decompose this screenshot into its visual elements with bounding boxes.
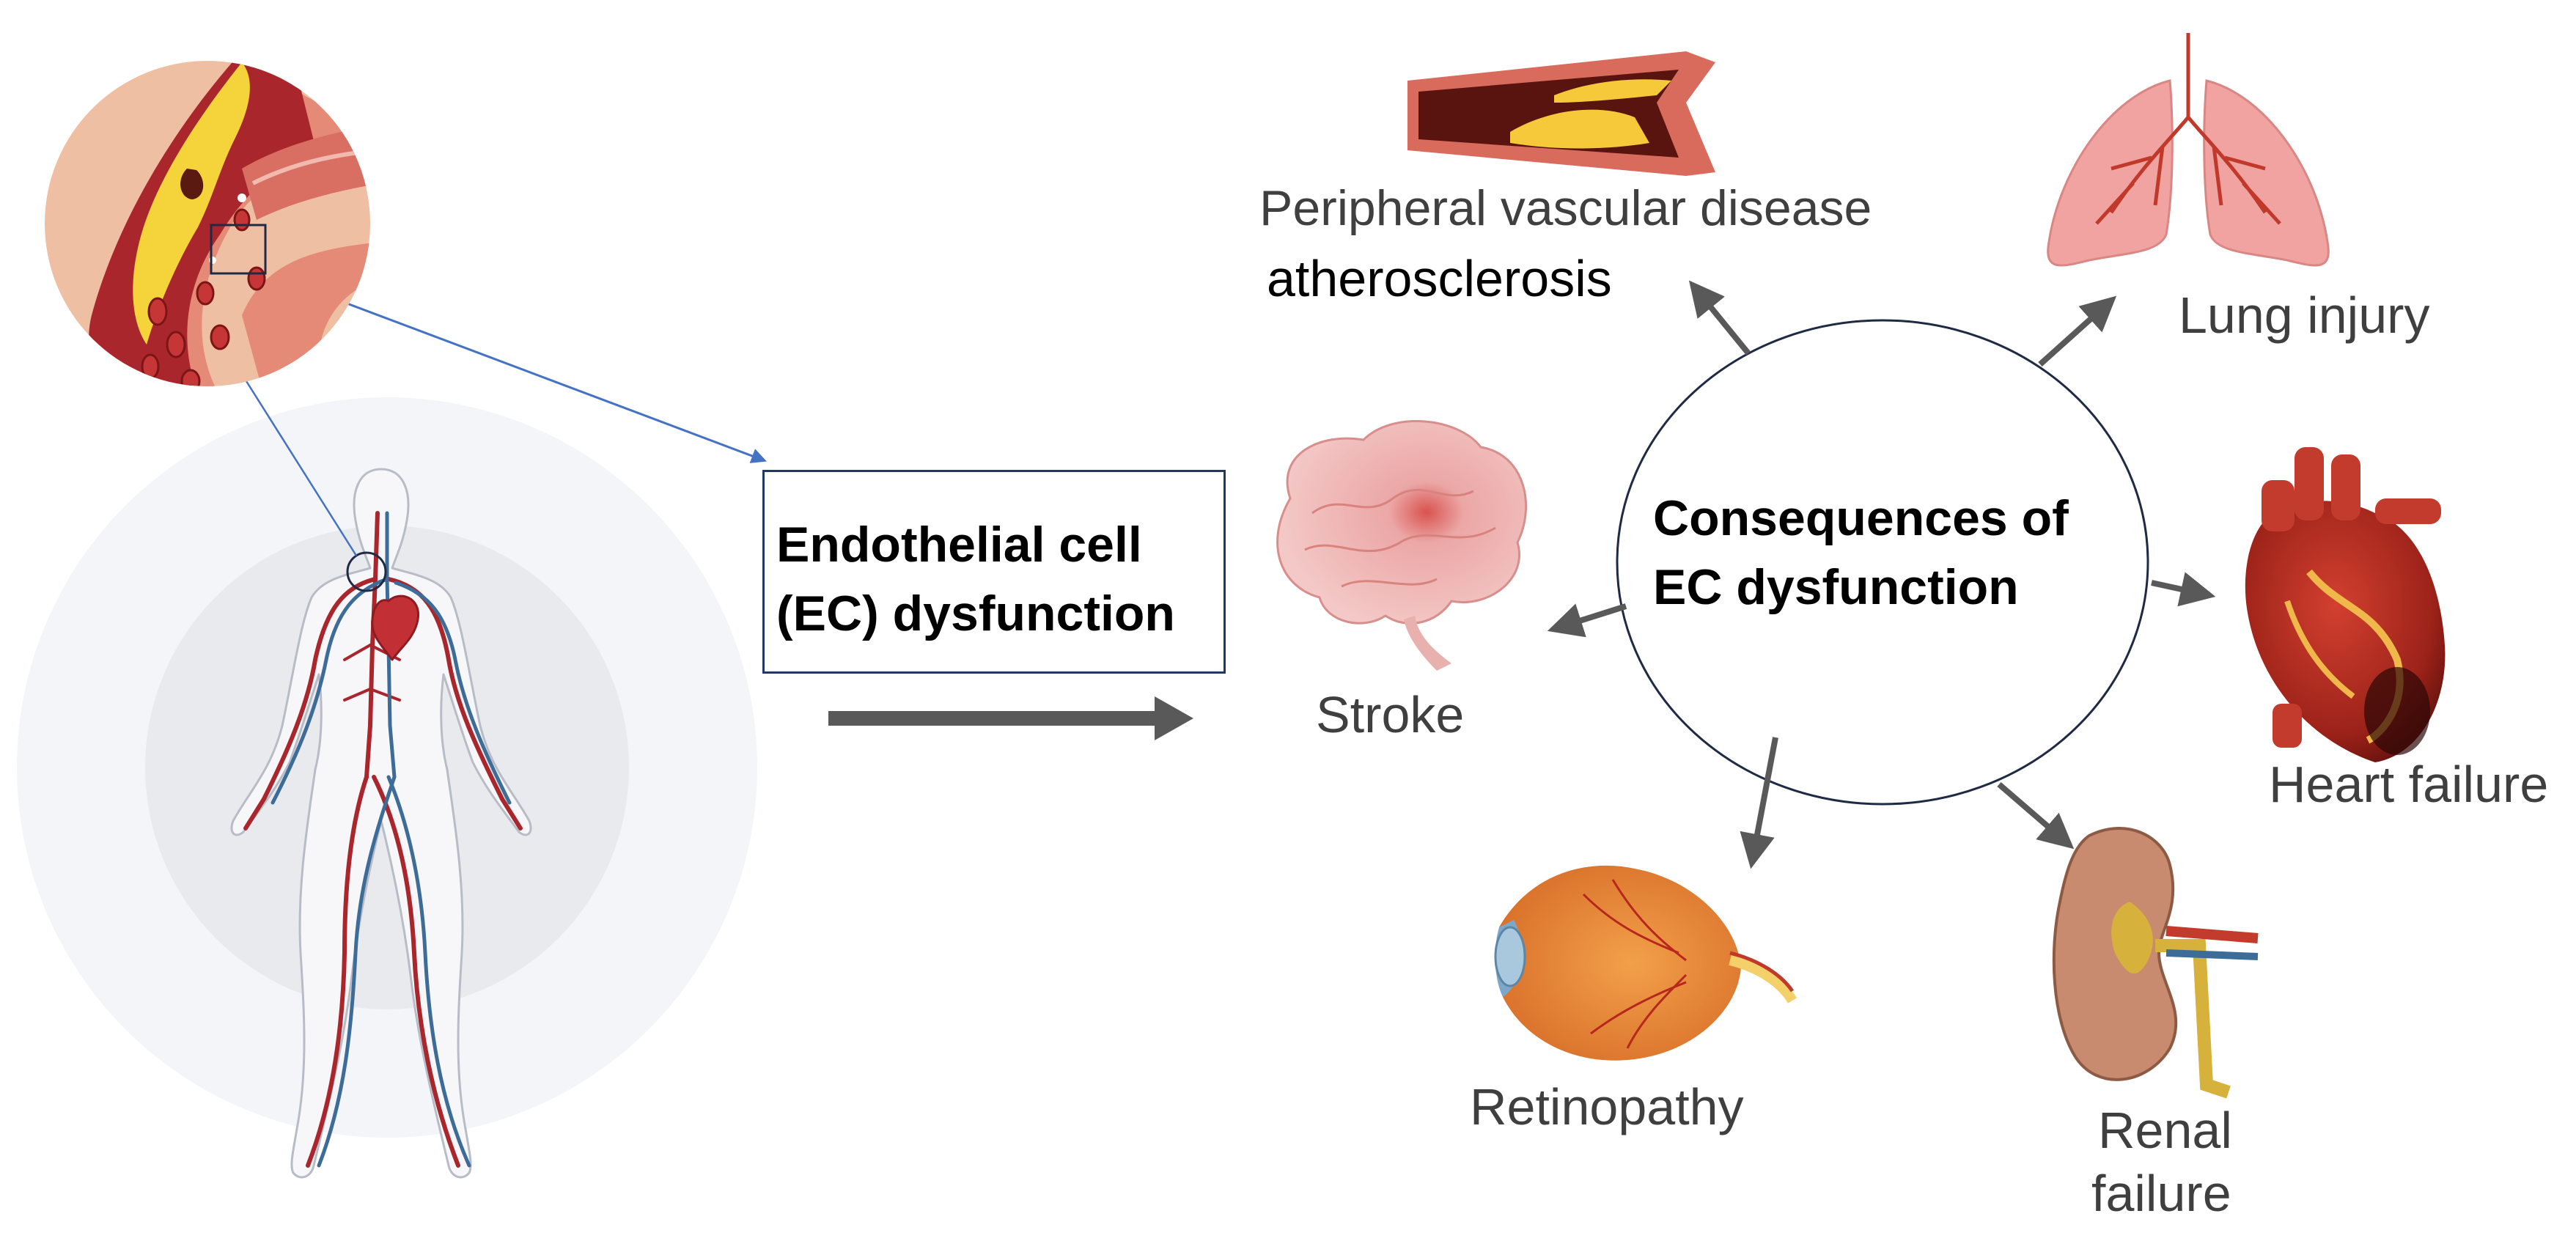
human-body-icon (230, 468, 532, 1179)
retinopathy-label: Retinopathy (1470, 1078, 1744, 1135)
ec-label-line2: (EC) dysfunction (776, 586, 1175, 641)
artery-plaque-icon (1407, 51, 1715, 176)
eye-icon (1494, 865, 1797, 1061)
atherosclerosis-label: atherosclerosis (1267, 250, 1612, 307)
brain-icon (1276, 420, 1528, 671)
consequences-circle (1616, 319, 2149, 806)
lungs-icon (2047, 33, 2330, 267)
renal-label-line2: failure (2091, 1165, 2231, 1222)
heart-icon (2245, 447, 2446, 762)
consequences-line1: Consequences of (1653, 490, 2069, 546)
renal-label-line1: Renal (2098, 1102, 2232, 1159)
ec-dysfunction-box: Endothelial cell (EC) dysfunction (762, 470, 1226, 674)
peripheral-vascular-label: Peripheral vascular disease (1259, 180, 1872, 236)
focus-marker (346, 551, 387, 592)
ec-label-line1: Endothelial cell (776, 517, 1142, 572)
blood-vessel-plaque-icon (45, 61, 370, 386)
consequences-label: Consequences of EC dysfunction (1653, 484, 2069, 622)
main-arrow (828, 696, 1193, 740)
stroke-label: Stroke (1316, 686, 1465, 743)
kidney-icon (2052, 827, 2259, 1099)
consequence-arrows (1547, 280, 2216, 869)
zoom-leader-line (245, 380, 358, 556)
heart-failure-label: Heart failure (2269, 756, 2549, 813)
consequences-line2: EC dysfunction (1653, 559, 2019, 615)
ec-dysfunction-label: Endothelial cell (EC) dysfunction (776, 510, 1175, 648)
lung-injury-label: Lung injury (2179, 287, 2430, 344)
